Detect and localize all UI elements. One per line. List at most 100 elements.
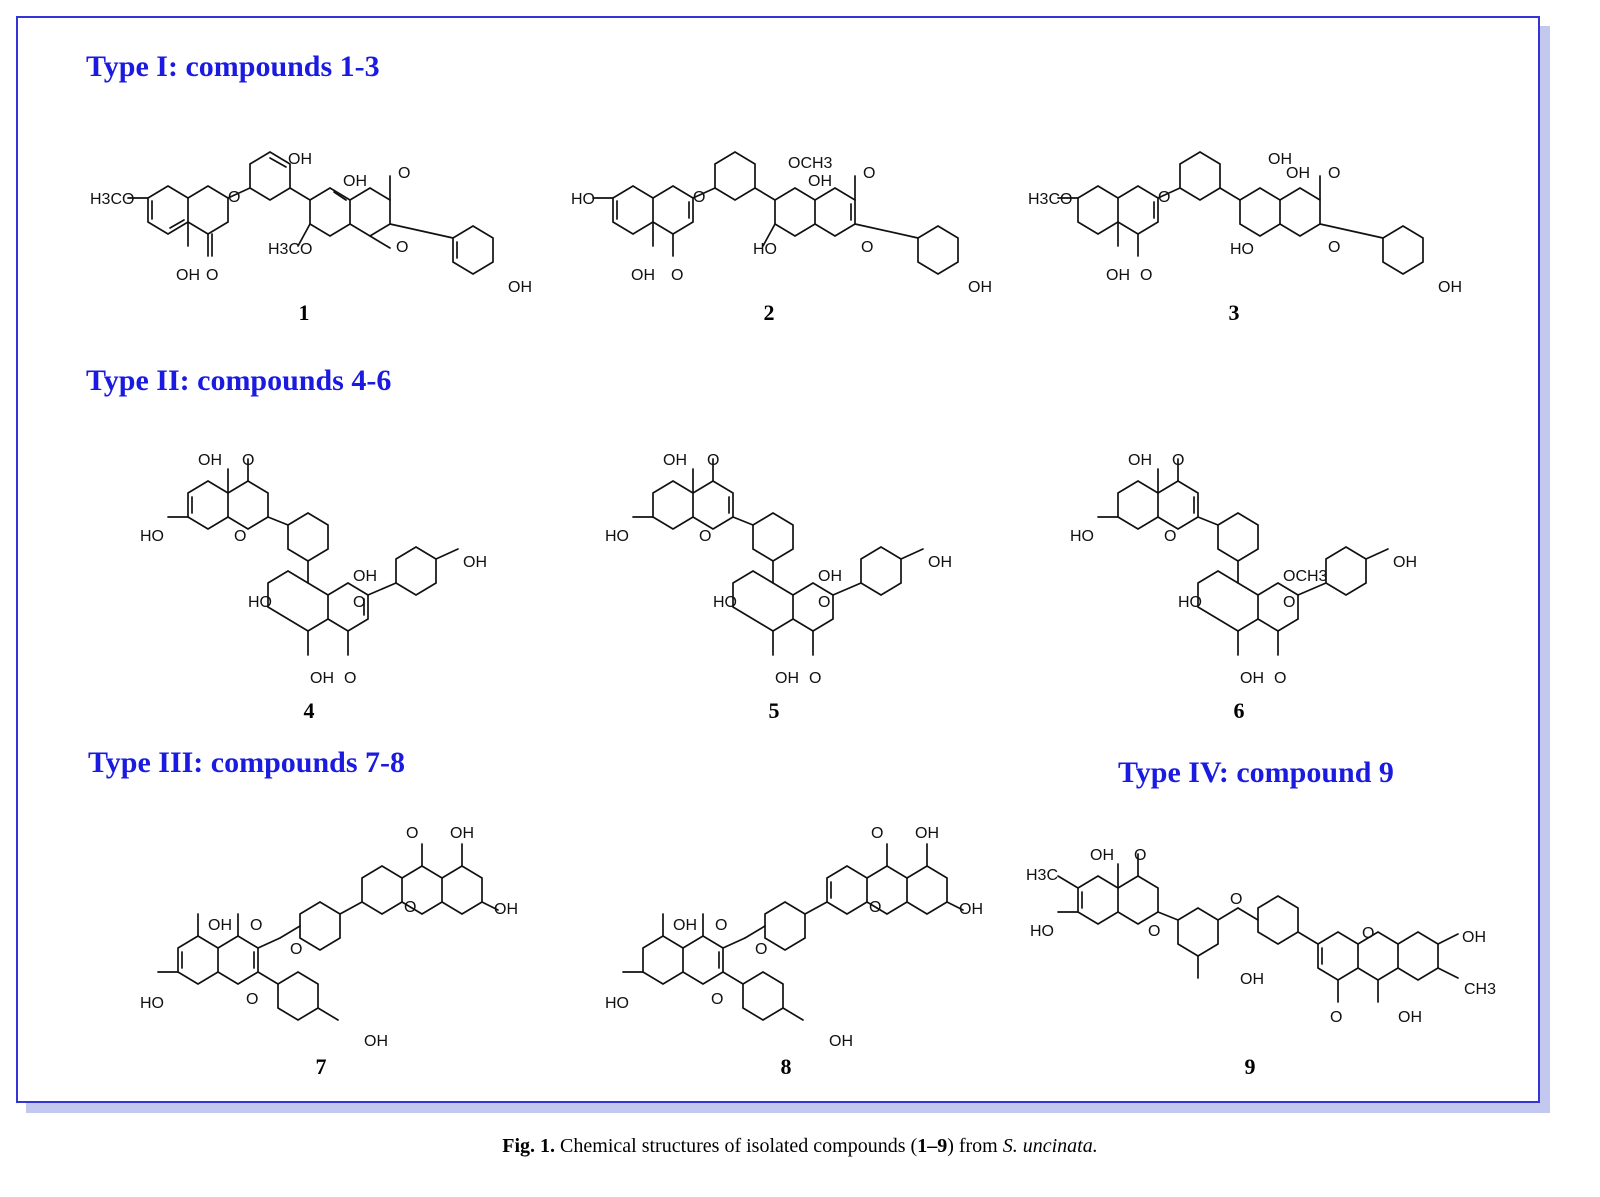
section-title-type-3: Type III: compounds 7-8 xyxy=(88,746,406,779)
structure-compound-1: H3CO O OH OH O H3CO O OH O OH xyxy=(90,151,532,296)
atom-label: OH xyxy=(775,670,799,687)
atom-label: O xyxy=(1274,670,1286,687)
atom-label: O xyxy=(1328,165,1340,182)
atom-label: OH xyxy=(494,901,518,918)
atom-label: CH3 xyxy=(1464,981,1496,998)
compound-number-9: 9 xyxy=(1244,1054,1256,1079)
atom-label: HO xyxy=(140,528,164,545)
atom-label: OH xyxy=(928,554,952,571)
atom-label: O xyxy=(715,917,727,934)
atom-label: O xyxy=(1328,239,1340,256)
atom-label: OH xyxy=(1240,971,1264,988)
atom-label: O xyxy=(404,899,416,916)
atom-label: OH xyxy=(1398,1009,1422,1026)
caption-range: 1–9 xyxy=(917,1135,948,1157)
atom-label: OH xyxy=(663,452,687,469)
structure-compound-2: HO O OCH3 OH O HO O OH O OH xyxy=(571,151,992,296)
atom-label: H3CO xyxy=(1028,191,1072,208)
atom-label: O xyxy=(1330,1009,1342,1026)
bonds xyxy=(157,843,499,1021)
atom-label: O xyxy=(206,267,218,284)
compound-number-7: 7 xyxy=(315,1054,327,1079)
atom-label: O xyxy=(1158,189,1170,206)
atom-label: H3C xyxy=(1026,867,1058,884)
atom-label: O xyxy=(809,670,821,687)
structure-compound-4: OH O HO O OH HO O OH OH O xyxy=(140,452,487,687)
atom-label: HO xyxy=(1230,241,1254,258)
figure-caption: Fig. 1. Chemical structures of isolated … xyxy=(0,1135,1600,1158)
bonds xyxy=(632,458,924,656)
bonds xyxy=(167,458,459,656)
caption-text: Chemical structures of isolated compound… xyxy=(560,1135,918,1157)
bonds xyxy=(1057,853,1459,1003)
atom-label: OH xyxy=(808,173,832,190)
atom-label: HO xyxy=(571,191,595,208)
atom-label: OH xyxy=(959,901,983,918)
atom-label: OH xyxy=(818,568,842,585)
section-title-type-4: Type IV: compound 9 xyxy=(1118,756,1394,789)
atom-label: O xyxy=(396,239,408,256)
atom-label: OCH3 xyxy=(1283,568,1328,585)
atom-label: O xyxy=(755,941,767,958)
atom-label: HO xyxy=(713,594,737,611)
section-title-type-1: Type I: compounds 1-3 xyxy=(86,50,380,83)
atom-label: O xyxy=(228,189,240,206)
caption-text-after: ) from xyxy=(947,1135,998,1157)
atom-label: O xyxy=(406,825,418,842)
atom-label: OH xyxy=(463,554,487,571)
figure-panel: Type I: compounds 1-3 Type II: compounds… xyxy=(16,16,1540,1103)
atom-label: OH xyxy=(915,825,939,842)
atom-label: O xyxy=(234,528,246,545)
atom-label: O xyxy=(353,594,365,611)
atom-label: OH xyxy=(673,917,697,934)
bonds xyxy=(1057,151,1424,275)
atom-label: O xyxy=(861,239,873,256)
atom-label: O xyxy=(711,991,723,1008)
atom-label: HO xyxy=(1070,528,1094,545)
atom-label: O xyxy=(869,899,881,916)
atom-label: O xyxy=(1140,267,1152,284)
caption-figure-label: Fig. 1. xyxy=(502,1135,556,1157)
atom-label: O xyxy=(246,991,258,1008)
atom-label: H3CO xyxy=(90,191,134,208)
atom-label: OH xyxy=(208,917,232,934)
atom-label: OH xyxy=(1462,929,1486,946)
atom-label: OH xyxy=(1090,847,1114,864)
structure-compound-8: OH O O HO O OH O OH O OH xyxy=(605,825,983,1050)
atom-label: OH xyxy=(1106,267,1130,284)
atom-label: OH xyxy=(1393,554,1417,571)
atom-label: O xyxy=(344,670,356,687)
bonds xyxy=(127,151,494,275)
structure-compound-9: OH O H3C HO O O OH O OH CH3 O OH xyxy=(1026,847,1496,1026)
atom-label: O xyxy=(1148,923,1160,940)
compound-number-6: 6 xyxy=(1233,698,1245,723)
atom-label: O xyxy=(693,189,705,206)
structure-compound-3: H3CO O OH OH O HO O OH O OH xyxy=(1028,151,1462,296)
atom-label: HO xyxy=(753,241,777,258)
atom-label: OH xyxy=(288,151,312,168)
atom-label: HO xyxy=(605,995,629,1012)
structure-compound-5: OH O HO O OH HO O OH OH O xyxy=(605,452,952,687)
atom-label: OCH3 xyxy=(788,155,833,172)
atom-label: O xyxy=(250,917,262,934)
compound-number-2: 2 xyxy=(763,300,775,325)
atom-label: OH xyxy=(508,279,532,296)
atom-label: OH xyxy=(353,568,377,585)
atom-label: H3CO xyxy=(268,241,312,258)
bonds xyxy=(1097,458,1389,656)
compound-number-1: 1 xyxy=(298,300,310,325)
atom-label: OH xyxy=(198,452,222,469)
bonds xyxy=(592,151,959,275)
compound-number-3: 3 xyxy=(1228,300,1240,325)
atom-label: O xyxy=(290,941,302,958)
atom-label: OH xyxy=(364,1033,388,1050)
atom-label: O xyxy=(818,594,830,611)
atom-label: OH xyxy=(310,670,334,687)
atom-label: O xyxy=(398,165,410,182)
atom-label: OH xyxy=(343,173,367,190)
compound-number-4: 4 xyxy=(303,698,315,723)
atom-label: O xyxy=(699,528,711,545)
atom-label: O xyxy=(1172,452,1184,469)
section-title-type-2: Type II: compounds 4-6 xyxy=(86,364,392,397)
compound-number-5: 5 xyxy=(768,698,780,723)
